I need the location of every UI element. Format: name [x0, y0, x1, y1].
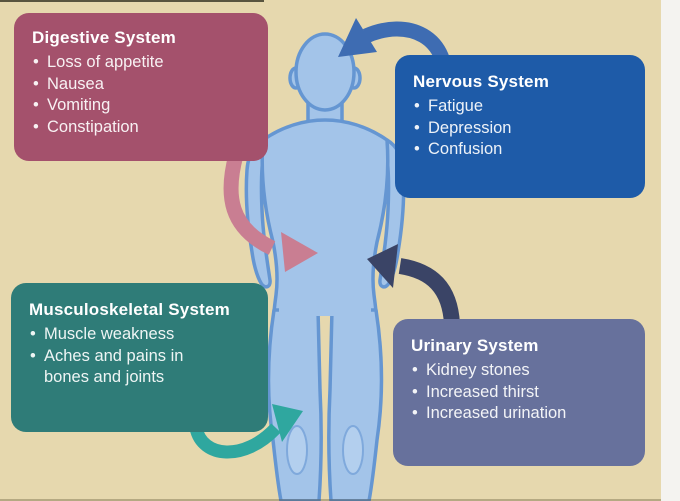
bottom-border-line	[0, 499, 661, 501]
digestive-symptom-item: Loss of appetite	[32, 52, 250, 74]
urinary-arrowhead	[367, 244, 398, 288]
right-margin-strip	[661, 0, 680, 501]
urinary-symptom-item: Kidney stones	[411, 360, 627, 382]
right-leg	[327, 308, 384, 501]
urinary-symptom-item: Increased thirst	[411, 382, 627, 404]
nervous-system-box: Nervous System Fatigue Depression Confus…	[395, 55, 645, 198]
left-knee	[286, 425, 308, 475]
musculoskeletal-symptom-item: Muscle weakness	[29, 324, 250, 346]
musculoskeletal-symptom-list: Muscle weakness Aches and pains in bones…	[29, 324, 250, 389]
musculoskeletal-arrowhead	[272, 404, 303, 442]
urinary-arrow-stem	[398, 258, 460, 325]
digestive-system-title: Digestive System	[32, 28, 176, 47]
musculoskeletal-system-box: Musculoskeletal System Muscle weakness A…	[11, 283, 268, 432]
connector-arrows	[189, 18, 460, 459]
digestive-arrow-stem	[223, 153, 276, 255]
nervous-arrowhead	[338, 18, 377, 57]
nervous-symptom-item: Confusion	[413, 139, 627, 161]
torso	[260, 118, 390, 316]
digestive-arrowhead	[281, 232, 318, 272]
hip-patch	[279, 298, 371, 316]
nervous-symptom-item: Depression	[413, 118, 627, 140]
top-border-line	[0, 0, 264, 2]
musculoskeletal-arrow-stem	[189, 423, 281, 459]
urinary-symptom-list: Kidney stones Increased thirst Increased…	[411, 360, 627, 425]
digestive-system-box: Digestive System Loss of appetite Nausea…	[14, 13, 268, 161]
musculoskeletal-symptom-item: Aches and pains in bones and joints	[29, 346, 250, 389]
digestive-symptom-item: Vomiting	[32, 95, 250, 117]
urinary-arrow	[367, 244, 460, 325]
musculoskeletal-system-title: Musculoskeletal System	[29, 300, 230, 319]
human-body-silhouette	[244, 32, 406, 501]
digestive-arrow	[223, 153, 318, 272]
head	[294, 32, 356, 112]
urinary-system-box: Urinary System Kidney stones Increased t…	[393, 319, 645, 466]
left-leg	[266, 308, 323, 501]
musculoskeletal-arrow	[189, 404, 303, 459]
right-knee	[342, 425, 364, 475]
digestive-symptom-item: Constipation	[32, 117, 250, 139]
urinary-symptom-item: Increased urination	[411, 403, 627, 425]
digestive-symptom-list: Loss of appetite Nausea Vomiting Constip…	[32, 52, 250, 138]
nervous-system-title: Nervous System	[413, 72, 550, 91]
digestive-symptom-item: Nausea	[32, 74, 250, 96]
nervous-symptom-list: Fatigue Depression Confusion	[413, 96, 627, 161]
urinary-system-title: Urinary System	[411, 336, 539, 355]
nervous-symptom-item: Fatigue	[413, 96, 627, 118]
